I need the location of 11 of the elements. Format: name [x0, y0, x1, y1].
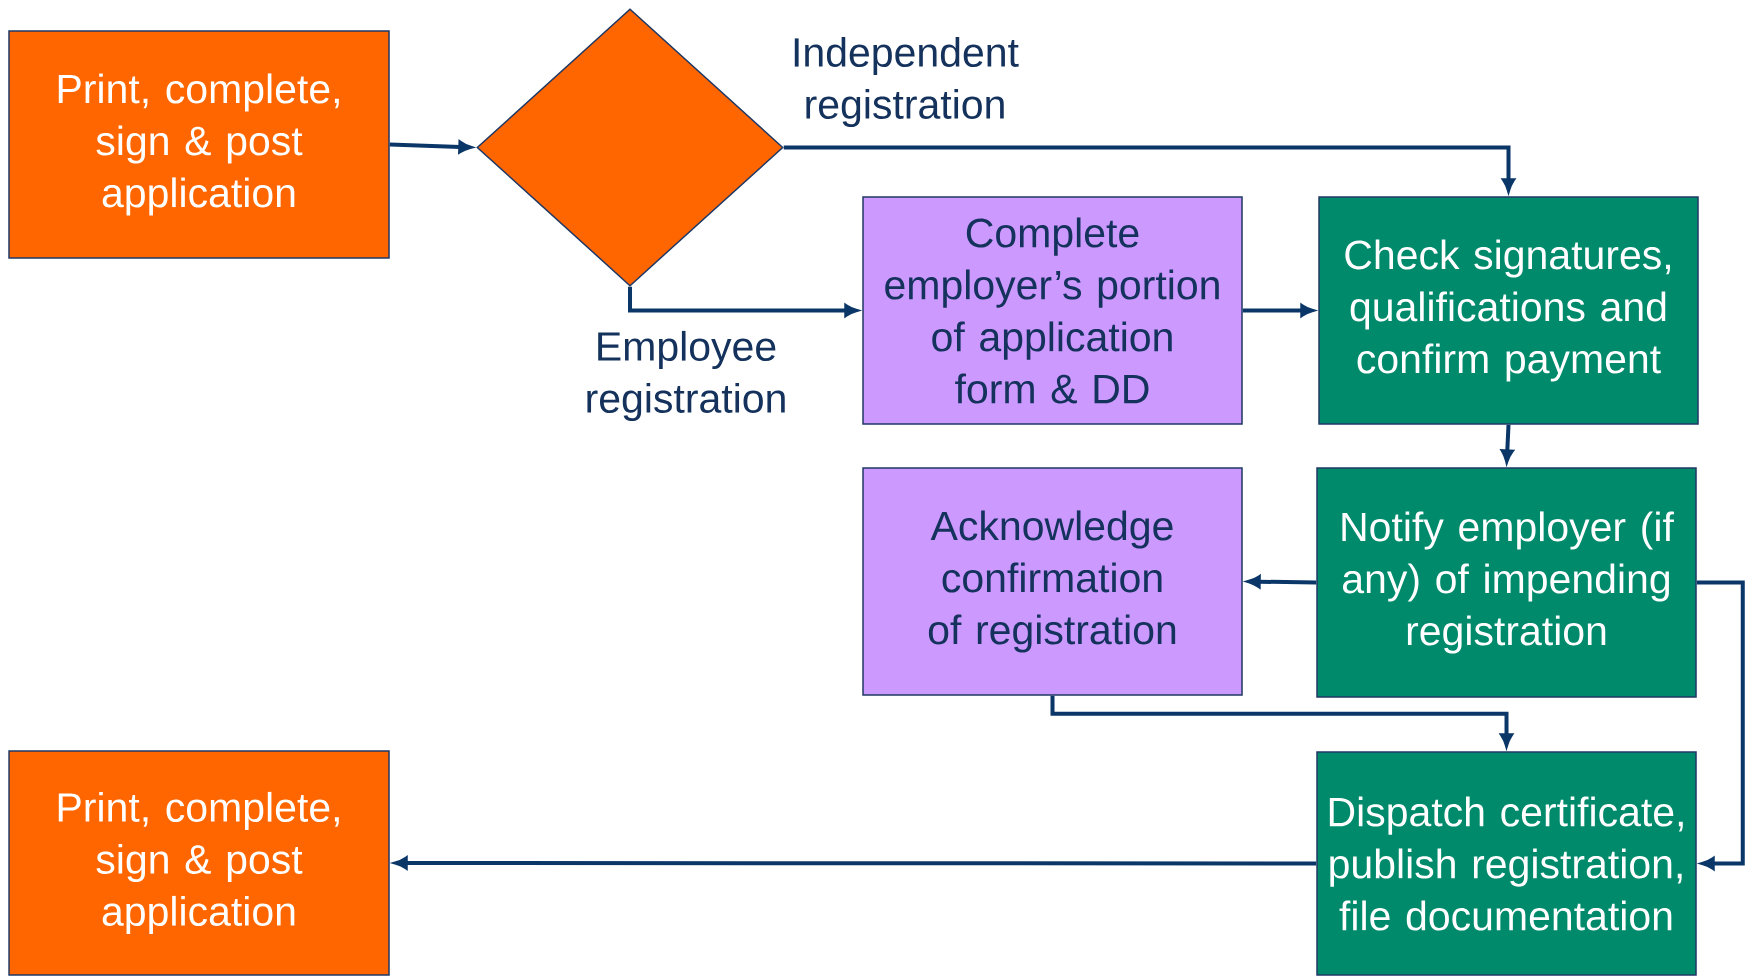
edge-label: Employee registration: [587, 330, 785, 422]
arrow: [1696, 580, 1745, 870]
process-box: Print, complete, sign & post application: [8, 30, 390, 259]
process-box: Dispatch certificate, publish registration, file documentation: [1316, 751, 1697, 976]
process-box: Complete employer’s portion of application form & DD: [862, 196, 1243, 425]
edge-label: Independent registration: [794, 36, 1019, 128]
process-box: Print, complete, sign & post application: [8, 750, 390, 976]
process-box: Check signatures, qualifications and confirm payment: [1318, 196, 1699, 425]
process-box: Acknowledge confirmation of registration: [862, 467, 1243, 696]
decision-diamond: [476, 8, 784, 287]
process-box: Notify employer (if any) of impending registration: [1316, 467, 1697, 698]
